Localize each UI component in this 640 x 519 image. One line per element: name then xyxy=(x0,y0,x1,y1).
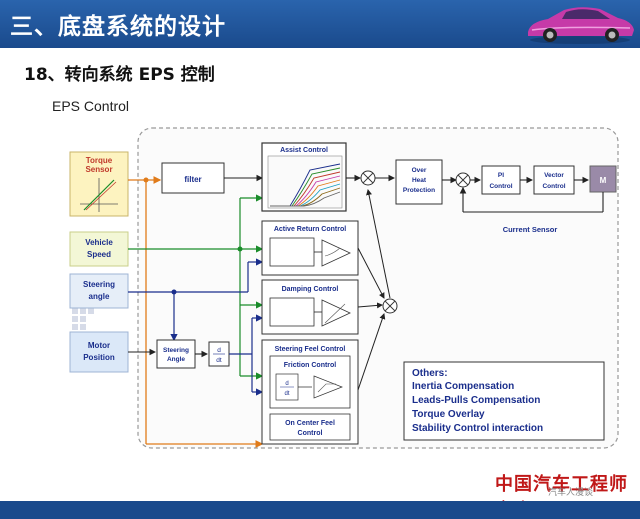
steering-angle-line1: Steering xyxy=(163,347,189,354)
others-item-4: Stability Control interaction xyxy=(412,423,543,434)
motor-block: M xyxy=(589,165,617,193)
filter-label: filter xyxy=(184,175,201,184)
diagram-title: EPS Control xyxy=(52,98,130,114)
vector-control-block: Vector Control xyxy=(533,165,575,195)
wechat-watermark: 汽车人漫谈 xyxy=(548,488,594,498)
sum-junction-current xyxy=(455,172,471,188)
car-illustration xyxy=(528,7,634,44)
pi-line1: PI xyxy=(498,172,504,179)
input-torque-sensor: Torque Sensor xyxy=(69,151,129,217)
input-motor-position: Motor Position xyxy=(69,331,129,373)
current-sensor-label: Current Sensor xyxy=(503,225,558,234)
friction-label: Friction Control xyxy=(284,362,337,369)
footer-bar xyxy=(0,501,640,519)
input-vehicle-speed: Vehicle Speed xyxy=(69,231,129,267)
input-vehicle-speed-line2: Speed xyxy=(87,250,111,259)
derivative-output-lines xyxy=(229,314,264,396)
assist-curves xyxy=(270,163,341,207)
assist-control-block: Assist Control xyxy=(261,142,347,212)
pi-line2: Control xyxy=(489,183,512,190)
steering-feel-label: Steering Feel Control xyxy=(275,346,346,353)
input-steering-angle-line1: Steering xyxy=(83,280,115,289)
compensation-sum-lines xyxy=(357,189,391,391)
input-steering-angle-line2: angle xyxy=(89,292,110,301)
others-item-2: Leads-Pulls Compensation xyxy=(412,395,540,406)
others-item-3: Torque Overlay xyxy=(412,409,485,420)
angle-junction xyxy=(171,289,177,295)
footer-url: www.cartech8.com xyxy=(508,492,601,504)
input-steering-angle: Steering angle xyxy=(69,273,129,309)
torque-junction xyxy=(143,177,149,183)
others-item-1: Inertia Compensation xyxy=(412,381,514,392)
sum-junction-upper xyxy=(360,170,376,186)
input-torque-sensor-line1: Torque xyxy=(86,156,113,165)
over-heat-line1: Over xyxy=(412,167,427,174)
current-feedback-lines xyxy=(459,186,604,213)
input-motor-position-line1: Motor xyxy=(88,341,110,350)
vector-line1: Vector xyxy=(544,172,564,179)
damping-block: Damping Control xyxy=(261,279,359,335)
input-vehicle-speed-line1: Vehicle xyxy=(85,238,113,247)
on-center-line1: On Center Feel xyxy=(285,420,335,427)
damping-label: Damping Control xyxy=(282,286,339,293)
motor-label: M xyxy=(600,176,607,185)
over-heat-block: Over Heat Protection xyxy=(395,159,443,205)
sum-junction-lower xyxy=(382,298,398,314)
derivative-dt: dt xyxy=(216,357,222,364)
speed-junction xyxy=(237,246,243,252)
vector-line2: Control xyxy=(542,183,565,190)
input-torque-sensor-line2: Sensor xyxy=(85,165,112,174)
friction-d: d xyxy=(285,381,288,387)
active-return-block: Active Return Control xyxy=(261,220,359,276)
active-return-label: Active Return Control xyxy=(274,226,346,233)
header-banner: 三、底盘系统的设计 xyxy=(0,0,640,48)
derivative-block: d dt xyxy=(208,341,230,367)
slide-title: 三、底盘系统的设计 xyxy=(10,14,226,40)
over-heat-line3: Protection xyxy=(403,187,435,194)
others-heading: Others: xyxy=(412,368,448,379)
steering-angle-block: Steering Angle xyxy=(156,339,196,369)
pi-control-block: PI Control xyxy=(481,165,521,195)
filter-block: filter xyxy=(161,162,225,194)
angle-signal-lines xyxy=(128,258,264,342)
input-motor-position-line2: Position xyxy=(83,353,115,362)
friction-dt: dt xyxy=(284,391,289,397)
derivative-d: d xyxy=(217,347,221,354)
section-subtitle: 18、转向系统 EPS 控制 xyxy=(24,65,215,85)
speed-signal-lines xyxy=(128,194,264,380)
on-center-line2: Control xyxy=(298,430,323,437)
over-heat-line2: Heat xyxy=(412,177,427,184)
steering-angle-line2: Angle xyxy=(167,356,185,363)
others-box: Others: Inertia Compensation Leads-Pulls… xyxy=(403,361,605,441)
steering-feel-block: Steering Feel Control Friction Control d… xyxy=(261,339,359,445)
assist-control-label: Assist Control xyxy=(280,147,328,154)
